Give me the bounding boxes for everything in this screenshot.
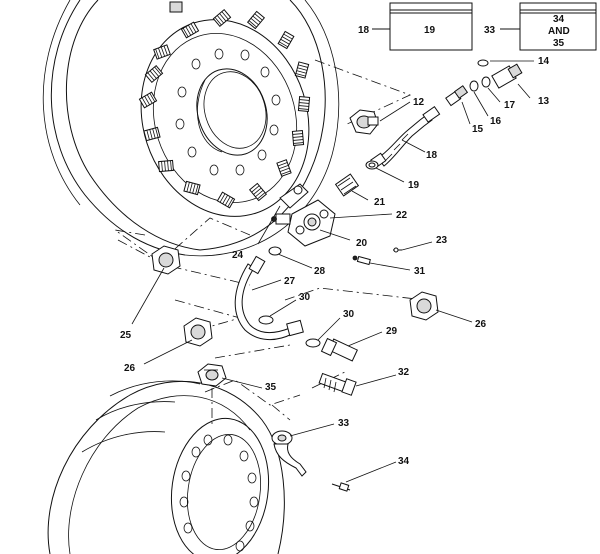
hose-27 <box>234 255 304 340</box>
valve-elbow-33 <box>271 430 307 477</box>
screw-31 <box>352 255 371 266</box>
valve-21 <box>334 173 360 197</box>
callout-15: 15 <box>472 124 484 135</box>
nut-26-left <box>183 317 213 347</box>
callout-21: 21 <box>374 197 386 208</box>
callout-20: 20 <box>356 238 368 249</box>
callout-14: 14 <box>538 56 550 67</box>
callout-22: 22 <box>396 210 408 221</box>
callout-27: 27 <box>284 276 296 287</box>
callout-16: 16 <box>490 116 502 127</box>
valve-cap-34 <box>331 482 351 492</box>
reference-box-18: 18 19 <box>358 2 473 51</box>
o-ring-16 <box>469 80 479 92</box>
callout-31: 31 <box>414 266 426 277</box>
lower-wheel-rim <box>47 380 285 554</box>
bolt-29 <box>320 337 358 362</box>
nut-12 <box>349 109 379 135</box>
valve-body-22 <box>271 199 336 247</box>
o-ring-30-b <box>305 338 321 348</box>
callout-18: 18 <box>426 150 438 161</box>
leader-lines <box>131 60 534 483</box>
callout-13: 13 <box>538 96 550 107</box>
nut-26-right <box>409 291 439 321</box>
box-33-line2: AND <box>548 26 570 37</box>
callout-34: 34 <box>398 456 410 467</box>
pin-23 <box>393 247 402 253</box>
o-ring-30-a <box>258 315 274 325</box>
upper-wheel-hub <box>42 0 340 257</box>
box-33-line1: 34 <box>553 14 565 25</box>
callout-12: 12 <box>413 97 425 108</box>
callout-28: 28 <box>314 266 326 277</box>
adapter-15 <box>445 85 469 107</box>
hub-bolt-holes <box>175 48 281 176</box>
box-33-ref-label: 33 <box>484 25 496 36</box>
wheel-studs <box>138 8 311 209</box>
callout-35: 35 <box>265 382 277 393</box>
callout-labels: 12 13 14 15 16 17 18 19 20 21 22 23 24 2… <box>120 56 550 467</box>
callout-19: 19 <box>408 180 420 191</box>
callout-26-right: 26 <box>475 319 487 330</box>
o-ring-17 <box>481 76 491 88</box>
callout-17: 17 <box>504 100 516 111</box>
callout-24: 24 <box>232 250 244 261</box>
bolt-32 <box>318 372 357 396</box>
o-ring-28 <box>268 246 282 256</box>
callout-26-left: 26 <box>124 363 136 374</box>
box-18-content: 19 <box>424 25 436 36</box>
callout-30-lower: 30 <box>343 309 355 320</box>
lower-bolt-holes <box>179 434 259 552</box>
reference-box-33: 33 34 AND 35 <box>484 2 597 51</box>
o-ring-19 <box>365 160 379 170</box>
nut-25 <box>151 245 181 275</box>
assembly-centerlines <box>114 59 426 425</box>
callout-32: 32 <box>398 367 410 378</box>
box-33-line3: 35 <box>553 38 565 49</box>
fitting-13 <box>491 63 523 89</box>
callout-30-upper: 30 <box>299 292 311 303</box>
o-ring-14 <box>477 59 489 67</box>
bracket-24 <box>279 183 309 209</box>
callout-25: 25 <box>120 330 132 341</box>
box-18-ref-label: 18 <box>358 25 370 36</box>
callout-23: 23 <box>436 235 448 246</box>
callout-29: 29 <box>386 326 398 337</box>
callout-33: 33 <box>338 418 350 429</box>
nut-35 <box>197 363 227 387</box>
